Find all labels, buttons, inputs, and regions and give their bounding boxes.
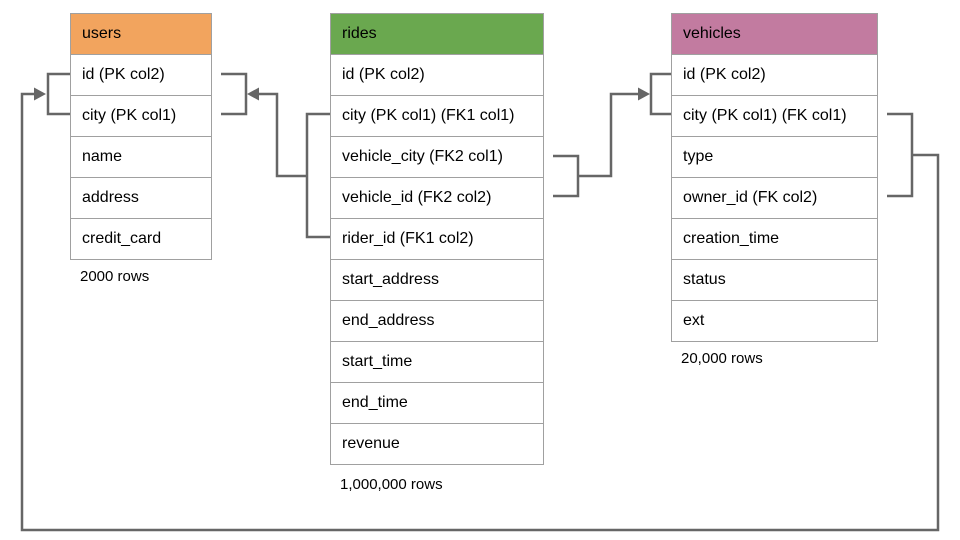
fk1-connector xyxy=(257,92,307,178)
table-row: vehicle_city (FK2 col1) xyxy=(331,136,543,177)
fk2-rides-bracket xyxy=(553,154,580,198)
table-row: owner_id (FK col2) xyxy=(672,177,877,218)
fk1-users-bracket xyxy=(221,72,248,116)
table-row: name xyxy=(71,136,211,177)
table-row: start_time xyxy=(331,341,543,382)
table-rides: rides id (PK col2) city (PK col1) (FK1 c… xyxy=(330,13,544,465)
table-row: id (PK col2) xyxy=(71,54,211,95)
row-count-label: 20,000 rows xyxy=(681,350,763,367)
fk-connector xyxy=(20,92,940,532)
table-rides-header: rides xyxy=(331,14,543,54)
table-row: type xyxy=(672,136,877,177)
table-row: id (PK col2) xyxy=(331,54,543,95)
table-row: end_time xyxy=(331,382,543,423)
table-row: city (PK col1) (FK1 col1) xyxy=(331,95,543,136)
fk2-arrowhead-icon xyxy=(638,87,650,101)
table-users-header: users xyxy=(71,14,211,54)
table-row: ext xyxy=(672,300,877,341)
fk-vehicles-bracket xyxy=(887,112,914,198)
table-row: rider_id (FK1 col2) xyxy=(331,218,543,259)
fk1-arrowhead-icon xyxy=(247,87,259,101)
fk-arrowhead-icon xyxy=(34,87,46,101)
table-row: credit_card xyxy=(71,218,211,259)
table-users: users id (PK col2) city (PK col1) name a… xyxy=(70,13,212,260)
table-row: start_address xyxy=(331,259,543,300)
fk-users-bracket xyxy=(46,72,70,116)
row-count-label: 2000 rows xyxy=(80,268,150,285)
table-vehicles-header: vehicles xyxy=(672,14,877,54)
table-row: city (PK col1) (FK col1) xyxy=(672,95,877,136)
table-row: id (PK col2) xyxy=(672,54,877,95)
fk1-rides-bracket xyxy=(305,112,330,239)
table-row: creation_time xyxy=(672,218,877,259)
fk-vehicles-to-users xyxy=(20,72,940,532)
table-row: address xyxy=(71,177,211,218)
table-vehicles: vehicles id (PK col2) city (PK col1) (FK… xyxy=(671,13,878,342)
table-row: end_address xyxy=(331,300,543,341)
row-count-label: 1,000,000 rows xyxy=(340,476,443,493)
table-row: revenue xyxy=(331,423,543,464)
table-row: city (PK col1) xyxy=(71,95,211,136)
fk1-rides-to-users xyxy=(221,72,330,239)
table-row: status xyxy=(672,259,877,300)
fk2-connector xyxy=(578,92,641,178)
fk2-rides-to-vehicles xyxy=(553,72,671,198)
table-row: vehicle_id (FK2 col2) xyxy=(331,177,543,218)
fk2-vehicles-bracket xyxy=(649,72,671,116)
